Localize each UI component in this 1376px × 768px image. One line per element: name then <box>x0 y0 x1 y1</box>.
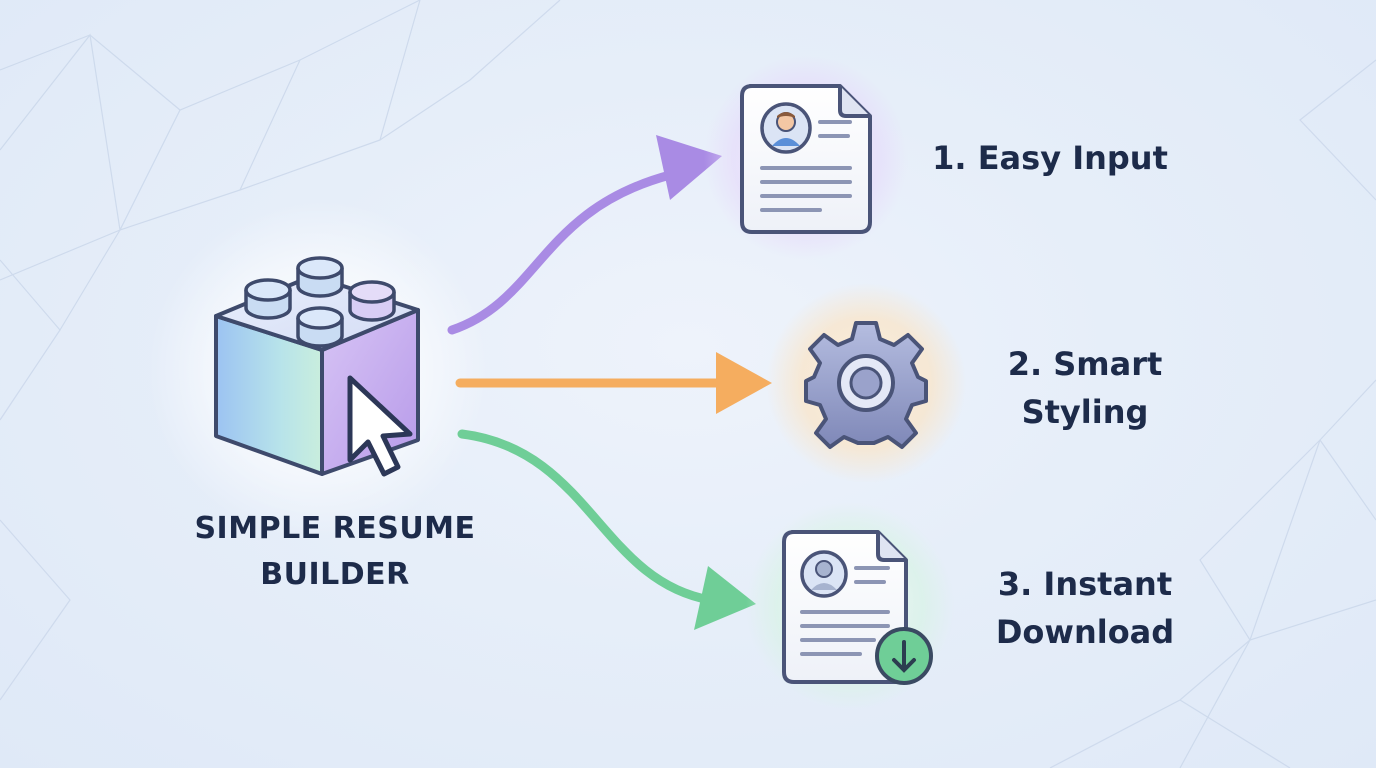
builder-title: SIMPLE RESUME BUILDER <box>130 506 540 598</box>
builder-title-line1: SIMPLE RESUME <box>194 511 476 546</box>
gear-icon <box>766 283 966 483</box>
step-3-label: 3. Instant Download <box>960 560 1210 656</box>
step-2-label: 2. Smart Styling <box>960 340 1210 436</box>
step-3-label-line1: 3. Instant <box>997 565 1173 603</box>
step-2-label-line1: 2. Smart <box>1007 345 1163 383</box>
resume-download-icon <box>746 502 954 710</box>
arrow-to-step-2 <box>455 352 772 414</box>
arrow-to-step-1 <box>447 135 722 335</box>
step-1-label-line1: 1. Easy Input <box>932 139 1168 177</box>
step-1-label: 1. Easy Input <box>900 134 1200 182</box>
arrow-to-step-3 <box>457 429 756 630</box>
step-2-label-line2: Styling <box>1021 393 1149 431</box>
step-3-label-line2: Download <box>995 613 1175 651</box>
builder-title-line2: BUILDER <box>260 557 410 592</box>
resume-document-icon <box>704 56 908 260</box>
lego-brick-with-cursor-icon <box>148 200 488 540</box>
